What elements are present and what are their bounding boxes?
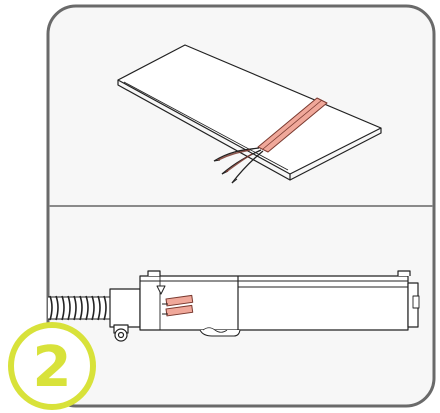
flexible-conduit <box>48 295 113 321</box>
sheet-front-edge <box>117 80 291 181</box>
enclosure-wires <box>162 294 194 317</box>
sheet-inner-line <box>123 81 289 171</box>
enclosure-illustration <box>48 270 420 342</box>
step-badge-ring <box>8 322 96 410</box>
step-number: 2 <box>33 335 72 400</box>
step-number-badge: 2 <box>8 322 96 410</box>
conduit-fitting <box>109 288 141 342</box>
sheet-right-edge <box>289 128 382 181</box>
flat-sheet-illustration <box>117 44 382 184</box>
instruction-panel <box>46 4 436 408</box>
